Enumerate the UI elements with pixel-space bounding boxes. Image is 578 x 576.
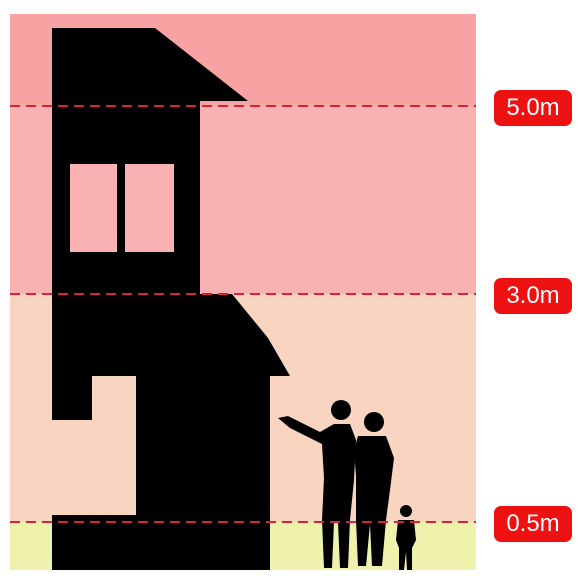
level-badge-3m: 3.0m: [494, 278, 572, 314]
level-badge-5m: 5.0m: [494, 90, 572, 126]
level-badge-05m: 0.5m: [494, 506, 572, 542]
